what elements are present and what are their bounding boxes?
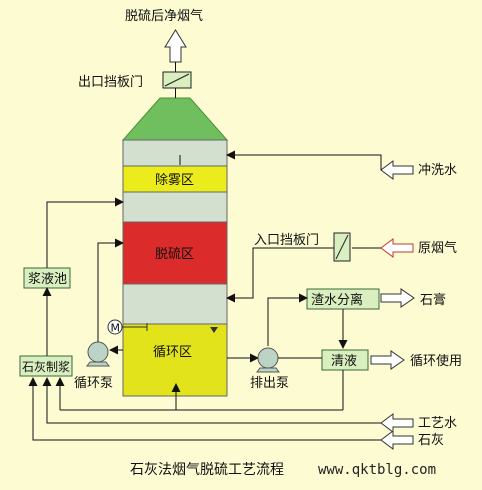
circ-zone-label: 循环区 [153, 345, 192, 360]
process-water-label: 工艺水 [418, 416, 457, 431]
inlet-damper-icon [333, 232, 351, 262]
circulation-zone [122, 323, 228, 397]
lime-arrow [380, 430, 414, 450]
residue-separation-label: 渣水分离 [311, 292, 363, 308]
raw-gas-arrow [380, 238, 414, 258]
discharge-pump-icon [256, 347, 280, 373]
circulation-pump-icon [86, 341, 110, 367]
desulfur-zone [122, 221, 228, 285]
clean-gas-arrow [164, 29, 187, 63]
raw-gas-label: 原烟气 [418, 240, 457, 256]
inlet-damper-label: 入口挡板门 [254, 233, 319, 248]
diagram-title: 石灰法烟气脱硫工艺流程 [130, 462, 284, 478]
clean-gas-label: 脱硫后净烟气 [125, 8, 203, 24]
agitator-icon: M [107, 319, 148, 335]
tower-top-cone [121, 97, 229, 141]
flush-water-label: 冲洗水 [418, 163, 457, 178]
process-water-arrow [380, 413, 414, 433]
outlet-damper-icon [162, 71, 192, 89]
clear-liquid-label: 清液 [331, 354, 357, 369]
svg-text:M: M [111, 322, 121, 335]
demist-zone [122, 165, 228, 193]
desulfur-zone-label: 脱硫区 [155, 247, 194, 262]
absorber-tower [121, 97, 229, 397]
discharge-pump-label: 排出泵 [250, 376, 289, 391]
recycle-arrow [370, 350, 405, 370]
recycle-use-label: 循环使用 [410, 353, 462, 369]
lime-label: 石灰 [418, 433, 444, 448]
slurry-tank-label: 浆液池 [28, 272, 67, 287]
lime-slurry-box [19, 355, 73, 377]
gypsum-arrow [380, 288, 415, 308]
circulation-pump-label: 循环泵 [74, 376, 113, 391]
lime-slurry-label: 石灰制浆 [22, 359, 70, 374]
flush-water-arrow [380, 160, 414, 180]
gypsum-label: 石膏 [420, 292, 446, 308]
clear-liquid-box [321, 349, 369, 371]
watermark: www.qktblg.com [318, 462, 436, 478]
demist-zone-label: 除雾区 [155, 173, 194, 188]
liquid-level-marker [210, 327, 218, 333]
outlet-damper-label: 出口挡板门 [78, 75, 143, 90]
